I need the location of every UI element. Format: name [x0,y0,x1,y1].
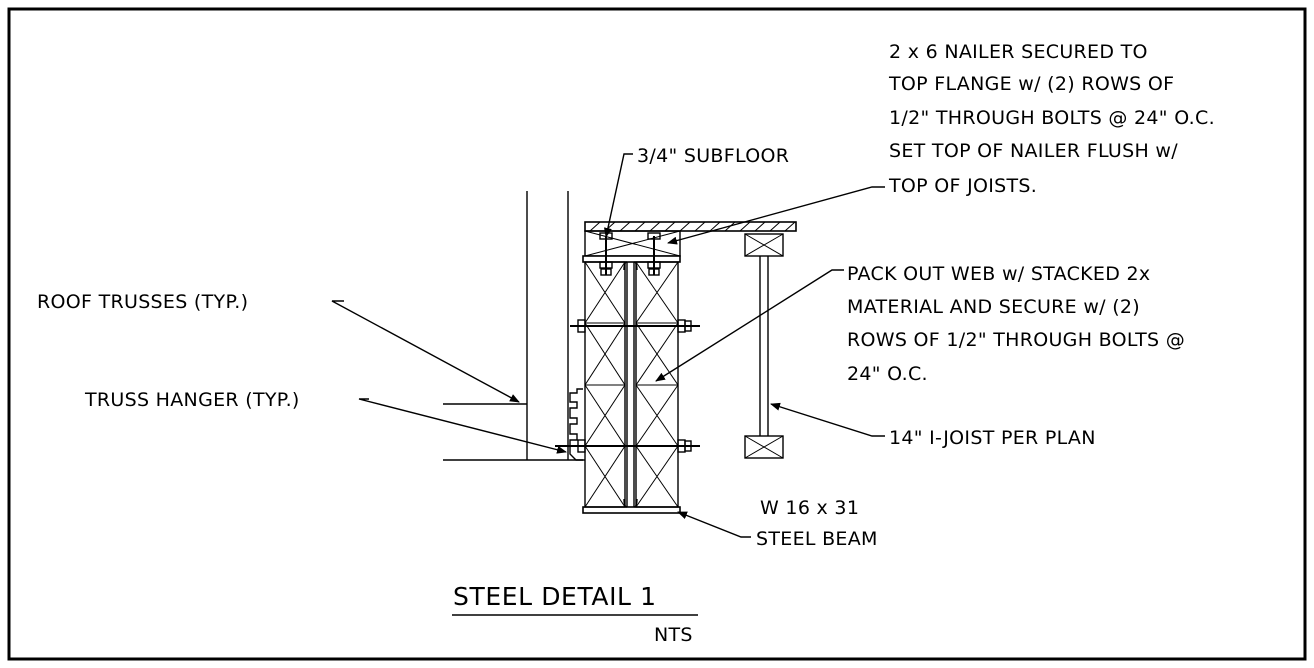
nailer-note-line-5: TOP OF JOISTS. [888,175,1037,197]
pack-out-note-line-1: PACK OUT WEB w/ STACKED 2x [847,263,1150,285]
nailer-note-line-2: TOP FLANGE w/ (2) ROWS OF [888,73,1174,95]
nailer-2x6 [584,230,681,257]
wall-line [526,191,569,460]
subfloor-label: 3/4" SUBFLOOR [637,145,789,167]
nailer-note-line-4: SET TOP OF NAILER FLUSH w/ [889,140,1178,162]
beam-type-label: STEEL BEAM [756,528,878,550]
roof-trusses-label: ROOF TRUSSES (TYP.) [37,291,248,313]
pack-out-note-line-4: 24" O.C. [847,363,928,385]
pack-out-note-line-2: MATERIAL AND SECURE w/ (2) [847,296,1140,318]
through-bolt-upper [570,319,700,333]
pack-out-note-line-3: ROWS OF 1/2" THROUGH BOLTS @ [847,329,1185,351]
subfloor-sheathing [584,221,797,232]
pack-out-blocking-left [584,261,626,508]
scale-note: NTS [654,624,693,646]
nailer-bolts [599,232,661,276]
steel-beam-w16x31 [582,255,681,514]
i-joist-14in [744,233,784,459]
i-joist-label: 14" I-JOIST PER PLAN [889,427,1096,449]
beam-size-label: W 16 x 31 [760,497,859,519]
nailer-note-line-3: 1/2" THROUGH BOLTS @ 24" O.C. [889,107,1215,129]
truss-hanger-label: TRUSS HANGER (TYP.) [84,389,300,411]
drawing-border [7,7,1307,661]
through-bolt-lower [555,439,700,453]
detail-title: STEEL DETAIL 1 [453,582,657,611]
pack-out-blocking-right [635,261,679,508]
truss-hanger [569,388,583,461]
leader-lines [331,153,885,538]
roof-truss-lines [443,403,585,461]
nailer-note-line-1: 2 x 6 NAILER SECURED TO [889,41,1148,63]
